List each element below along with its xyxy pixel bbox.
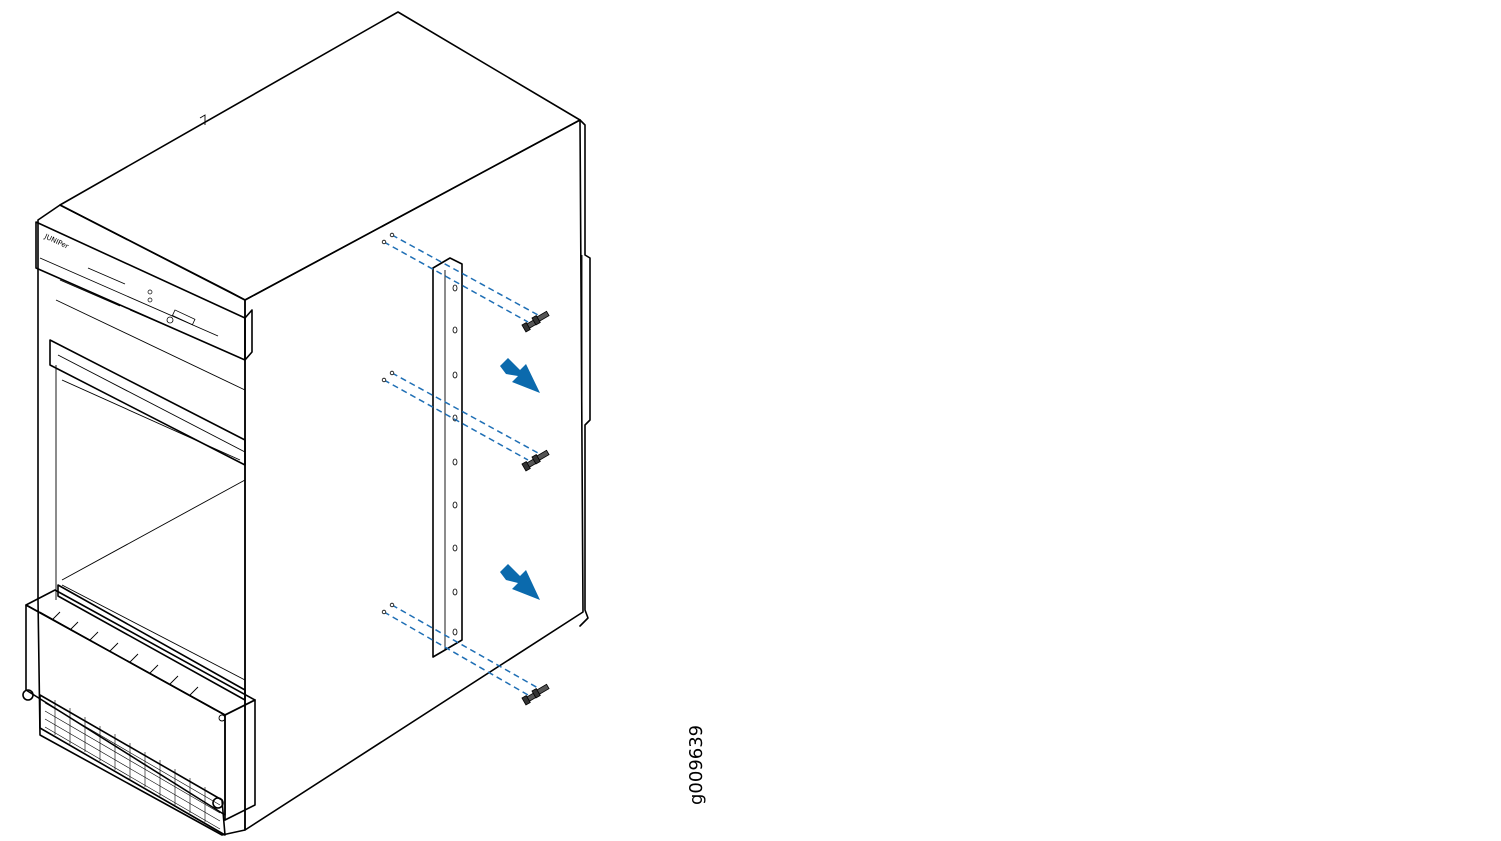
fan-tray bbox=[22, 589, 256, 836]
captive-screw-right bbox=[212, 797, 224, 809]
captive-screw-left bbox=[22, 689, 34, 701]
screw-icon bbox=[521, 310, 550, 333]
chassis-top-panel bbox=[59, 11, 581, 301]
chassis-side-panel bbox=[244, 119, 591, 831]
screw-holes-chassis bbox=[381, 232, 395, 615]
arrow-icon bbox=[500, 358, 540, 393]
fan-grille bbox=[39, 694, 226, 836]
alignment-guides bbox=[383, 234, 539, 696]
arrow-icon bbox=[500, 564, 540, 600]
panel-indicators bbox=[59, 267, 201, 341]
screw-icon bbox=[521, 683, 550, 706]
figure-id-label: g009639 bbox=[686, 724, 707, 805]
mounting-rail bbox=[432, 257, 463, 658]
screw-icon bbox=[521, 449, 550, 472]
